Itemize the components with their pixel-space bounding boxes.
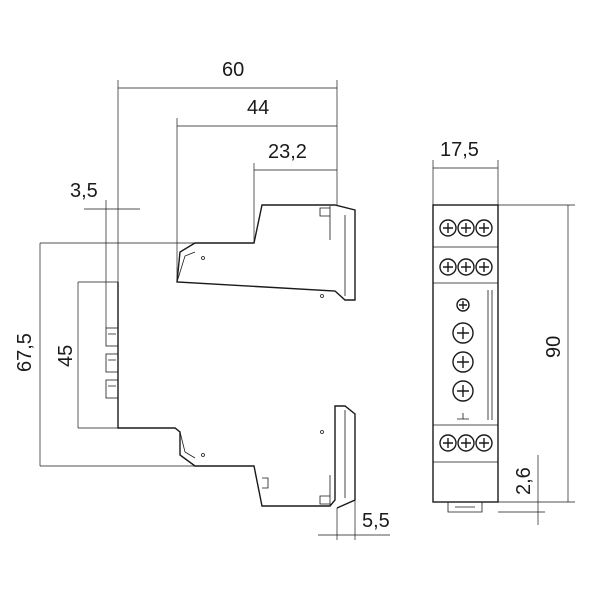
dim-3-5-label: 3,5 — [70, 180, 98, 202]
led-symbol-icon — [457, 413, 469, 420]
front-dials — [452, 298, 474, 420]
side-view: 60 44 23,2 3,5 67,5 45 5,5 — [14, 59, 390, 540]
terminal-screw-icon — [439, 219, 457, 237]
dim-3-5: 3,5 — [70, 180, 140, 328]
dim-2-6-label: 2,6 — [513, 467, 535, 495]
dim-60-label: 60 — [222, 59, 244, 81]
dim-5-5: 5,5 — [318, 500, 390, 540]
side-view-screw-dot — [320, 430, 324, 434]
dim-90-label: 90 — [543, 336, 565, 358]
terminal-screw-icon — [475, 219, 493, 237]
front-view: 17,5 90 2,6 — [432, 139, 575, 525]
terminal-screw-icon — [457, 258, 475, 276]
terminal-screw-icon — [457, 434, 475, 452]
terminal-screw-icon — [475, 258, 493, 276]
side-view-inner-contour — [176, 206, 346, 505]
dim-23-2: 23,2 — [253, 141, 337, 243]
dim-44-label: 44 — [247, 97, 269, 119]
dim-17-5-label: 17,5 — [440, 139, 479, 161]
dim-17-5: 17,5 — [432, 139, 499, 205]
dim-67-5: 67,5 — [14, 242, 195, 467]
side-view-screw-dot — [201, 256, 205, 260]
front-view-panel-lines — [433, 246, 498, 463]
dim-5-5-label: 5,5 — [362, 510, 390, 532]
side-view-screw-dot — [201, 453, 205, 457]
dim-45: 45 — [55, 281, 118, 429]
adjustment-dial-icon — [452, 380, 474, 402]
front-view-housing — [432, 204, 499, 503]
terminal-screw-icon — [457, 219, 475, 237]
dim-67-5-label: 67,5 — [14, 333, 36, 372]
side-view-screw-dot — [320, 294, 324, 298]
led-indicator-icon — [456, 298, 470, 312]
terminal-screw-icon — [439, 258, 457, 276]
side-view-housing-outline — [117, 204, 356, 509]
dim-23-2-label: 23,2 — [268, 141, 307, 163]
terminal-screws-top — [439, 219, 493, 276]
side-view-terminal-clamps — [105, 327, 119, 399]
front-view-din-clip — [447, 502, 483, 513]
adjustment-dial-icon — [452, 351, 474, 373]
terminal-screw-icon — [439, 434, 457, 452]
dim-2-6: 2,6 — [498, 455, 545, 525]
dim-44: 44 — [176, 97, 337, 282]
dim-60: 60 — [117, 59, 338, 282]
terminal-screws-bottom — [439, 434, 493, 452]
dim-90: 90 — [498, 204, 575, 503]
terminal-screw-icon — [475, 434, 493, 452]
adjustment-dial-icon — [452, 322, 474, 344]
dim-45-label: 45 — [55, 345, 77, 367]
